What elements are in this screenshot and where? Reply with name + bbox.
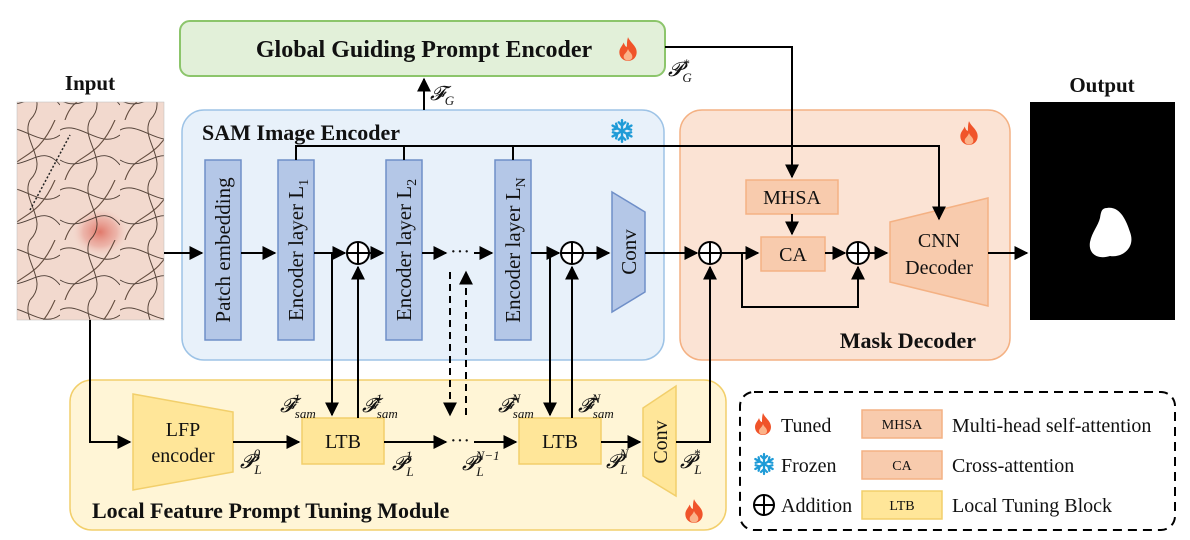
legend-addition-label: Addition — [781, 495, 852, 517]
legend-ca-swatch — [861, 450, 943, 480]
legend: Tuned Frozen Addition MHSA Multi-head se… — [739, 391, 1176, 531]
svg-text:LTB: LTB — [542, 431, 578, 453]
input-title: Input — [65, 71, 115, 95]
encoder-layer-1-block: Encoder layer L1 — [277, 159, 315, 341]
lfp-encoder-block: LFP encoder — [132, 393, 234, 491]
addition-node-n — [560, 241, 584, 265]
addition-node-decoder-in — [698, 241, 722, 265]
svg-text:CNN: CNN — [918, 230, 960, 252]
legend-mhsa-abbr: MHSA — [882, 418, 923, 433]
sam-encoder-panel — [181, 109, 665, 361]
label-f-sam-n: 𝓕samN — [498, 391, 534, 421]
connections — [89, 46, 1029, 449]
svg-text:Conv: Conv — [650, 420, 672, 463]
svg-text:Encoder layer L1: Encoder layer L1 — [284, 179, 312, 321]
label-p-l-n: 𝓟LN — [606, 446, 630, 477]
local-conv-block: Conv — [642, 384, 677, 498]
addition-node-decoder-out — [846, 241, 870, 265]
label-p-l-star: 𝓟L* — [680, 446, 702, 477]
legend-ca-full: Cross-attention — [952, 455, 1074, 477]
svg-text:Conv: Conv — [617, 229, 641, 275]
ellipsis-bottom: ··· — [450, 430, 470, 452]
output-mask — [1030, 102, 1175, 320]
legend-tuned-label: Tuned — [781, 415, 831, 437]
mask-decoder-title: Mask Decoder — [840, 328, 976, 353]
legend-ca-abbr: CA — [892, 459, 912, 474]
mhsa-block: MHSA — [745, 179, 839, 215]
output-title: Output — [1069, 73, 1134, 97]
svg-text:LTB: LTB — [325, 431, 361, 453]
label-p-l-0: 𝓟L0 — [240, 446, 262, 477]
svg-text:Patch embedding: Patch embedding — [211, 177, 235, 323]
ltb-1-block: LTB — [301, 417, 385, 465]
svg-text:CA: CA — [779, 244, 807, 266]
label-p-l-n-minus-1: 𝓟LN−1 — [462, 448, 500, 479]
global-encoder-title: Global Guiding Prompt Encoder — [256, 37, 593, 63]
legend-frozen-label: Frozen — [781, 455, 837, 477]
legend-ltb-abbr: LTB — [889, 499, 914, 514]
sam-conv-block: Conv — [611, 190, 646, 314]
patch-embedding-block: Patch embedding — [204, 159, 242, 341]
legend-mhsa-swatch — [861, 409, 943, 439]
svg-text:LFP: LFP — [166, 419, 200, 441]
legend-mhsa-full: Multi-head self-attention — [952, 415, 1151, 437]
legend-ltb-full: Local Tuning Block — [952, 495, 1112, 517]
sam-encoder-title: SAM Image Encoder — [202, 120, 400, 145]
input-image — [16, 101, 165, 321]
label-fhat-sam-1: 𝓕̂sam1 — [362, 391, 398, 421]
label-fhat-sam-n: 𝓕̂samN — [578, 391, 614, 421]
ltb-n-block: LTB — [518, 417, 602, 465]
lfpt-module-title: Local Feature Prompt Tuning Module — [92, 498, 450, 523]
addition-node-1 — [346, 241, 370, 265]
svg-text:encoder: encoder — [151, 445, 215, 467]
encoder-layer-n-block: Encoder layer LN — [494, 159, 532, 341]
label-p-g-star: 𝓟G* — [668, 56, 692, 85]
label-p-l-1: 𝓟L1 — [392, 448, 414, 479]
label-f-g: 𝓕G — [430, 83, 455, 108]
legend-ltb-swatch — [861, 490, 943, 520]
svg-text:MHSA: MHSA — [763, 187, 821, 209]
svg-text:Encoder layer LN: Encoder layer LN — [501, 177, 529, 322]
label-f-sam-1: 𝓕sam1 — [280, 391, 316, 421]
mask-decoder-panel — [679, 109, 1011, 361]
ca-block: CA — [760, 236, 826, 272]
svg-text:Encoder layer L2: Encoder layer L2 — [392, 179, 420, 321]
ellipsis-top: ··· — [450, 241, 470, 263]
encoder-layer-2-block: Encoder layer L2 — [385, 159, 423, 341]
global-encoder-box — [179, 20, 666, 77]
cnn-decoder-block: CNN Decoder — [889, 197, 989, 307]
legend-addition-icon — [753, 494, 775, 516]
svg-text:Decoder: Decoder — [905, 257, 973, 279]
